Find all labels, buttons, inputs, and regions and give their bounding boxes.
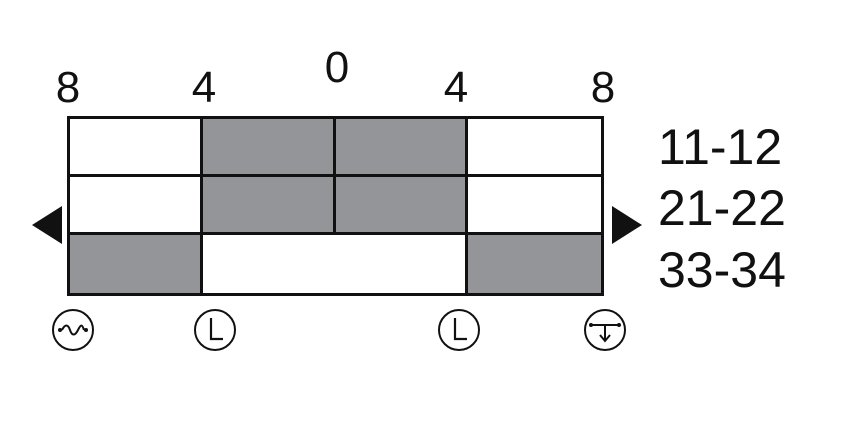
grid-cell-white <box>468 177 601 235</box>
grid-cell-gray <box>70 235 203 293</box>
grid-row <box>70 235 601 293</box>
grid-cell-gray <box>335 177 469 235</box>
position-label-left-4: 4 <box>191 63 217 112</box>
grid-cell-gray <box>335 119 469 177</box>
grid-row <box>70 177 601 235</box>
grid-cell-white <box>468 119 601 177</box>
grid-row <box>70 119 601 177</box>
position-label-left-8: 8 <box>55 63 81 112</box>
right-arrow-icon <box>612 206 642 244</box>
position-label-center-0: 0 <box>324 43 350 92</box>
position-label-right-8: 8 <box>590 63 616 112</box>
position-label-right-4: 4 <box>443 63 469 112</box>
ground-arrow-circle-icon <box>584 309 626 351</box>
grid-cell-gray <box>202 177 336 235</box>
grid-cell-gray <box>202 119 336 177</box>
grid-cell-white <box>202 235 469 293</box>
contact-grid <box>67 116 604 296</box>
row-label-21-22: 21-22 <box>658 180 786 236</box>
left-arrow-icon <box>32 206 62 244</box>
row-label-33-34: 33-34 <box>658 242 786 298</box>
grid-cell-white <box>70 119 203 177</box>
grid-cell-gray <box>468 235 601 293</box>
ac-wave-circle-icon <box>52 309 94 351</box>
grid-cell-white <box>70 177 203 235</box>
clock-l-circle-icon <box>438 309 480 351</box>
row-label-11-12: 11-12 <box>658 119 783 175</box>
clock-l-circle-icon <box>194 309 236 351</box>
